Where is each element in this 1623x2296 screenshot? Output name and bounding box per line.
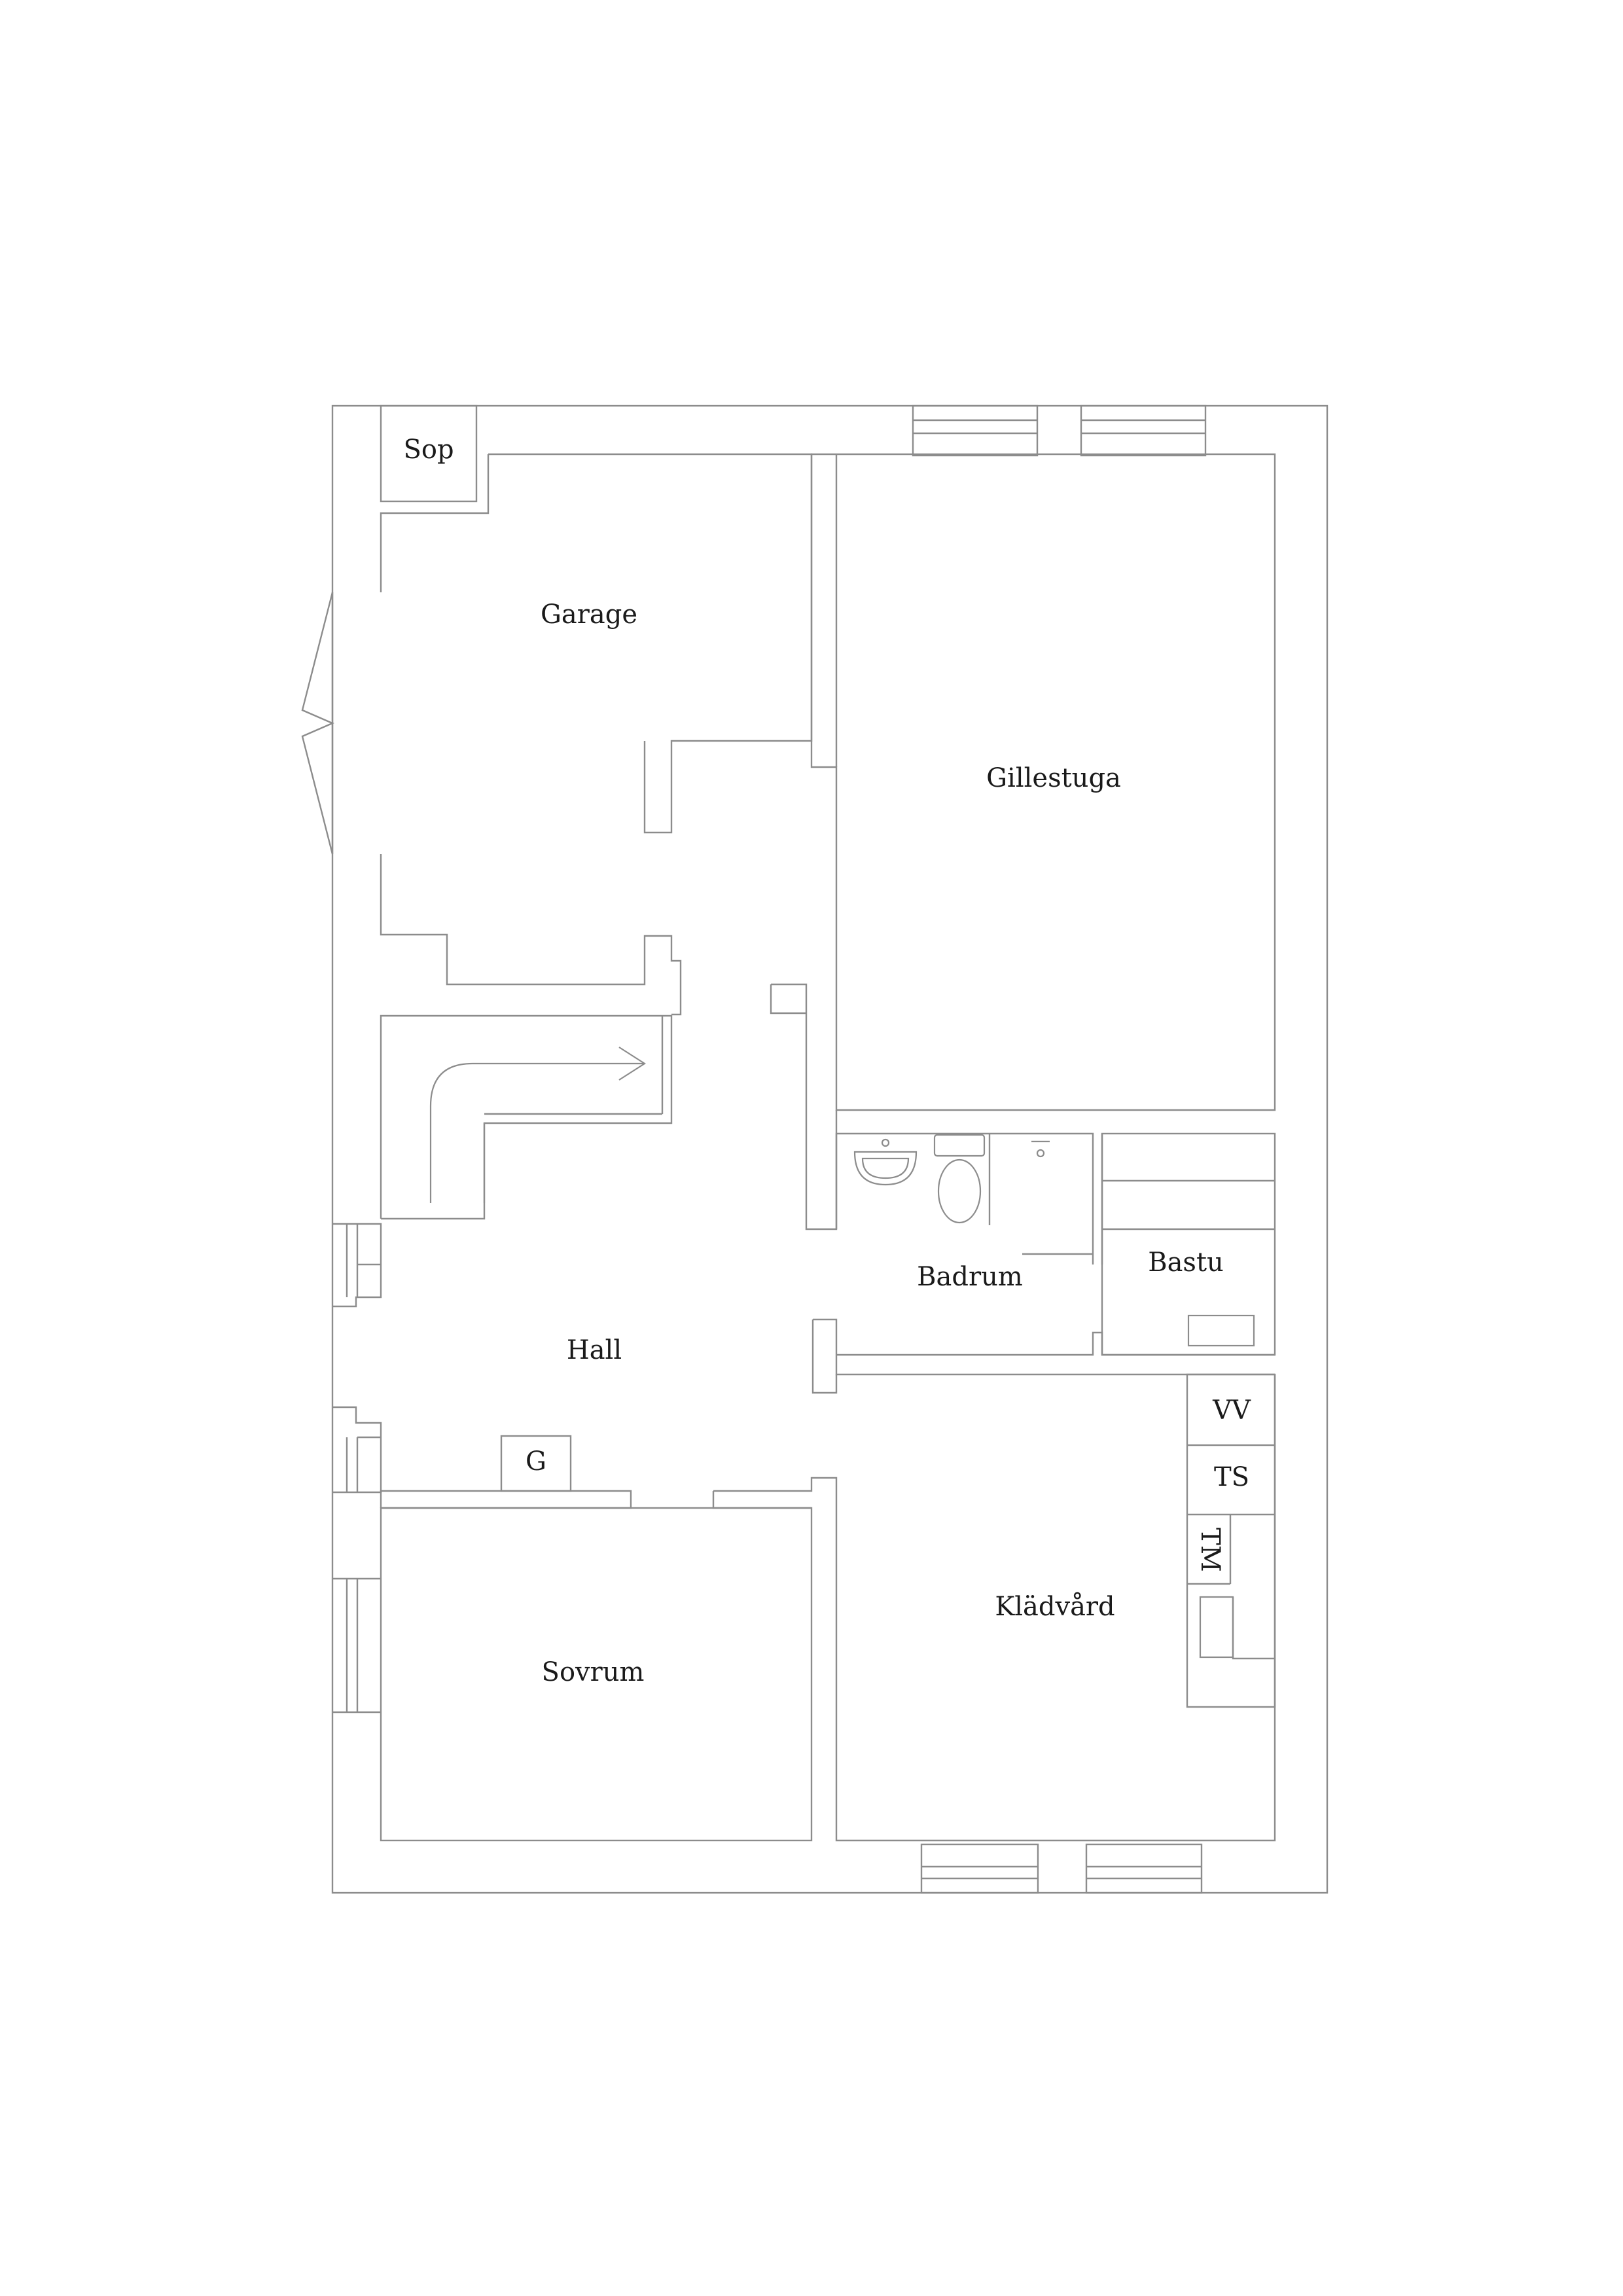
sop-room <box>380 404 478 503</box>
window-bottom-left <box>920 1843 1039 1894</box>
shower-icon <box>1031 1140 1050 1158</box>
hall-walls <box>770 983 1275 1394</box>
label-ts: TS <box>1214 1462 1249 1492</box>
label-badrum: Badrum <box>917 1262 1023 1292</box>
label-bastu: Bastu <box>1148 1247 1224 1278</box>
garage-door <box>301 592 335 855</box>
sink-icon <box>853 1138 918 1186</box>
label-g: G <box>526 1446 546 1477</box>
stairs <box>380 1014 673 1220</box>
left-window-sovrum <box>332 1577 381 1713</box>
label-sovrum: Sovrum <box>542 1657 645 1687</box>
bastu-room <box>1101 1132 1276 1356</box>
toilet-icon <box>933 1134 986 1224</box>
kladvard-room <box>712 1374 1276 1842</box>
window-top-left <box>912 404 1039 457</box>
sovrum-room <box>380 1490 813 1842</box>
window-bottom-right <box>1085 1843 1203 1894</box>
label-vv: VV <box>1212 1395 1251 1426</box>
outer-wall <box>331 404 1329 1894</box>
label-garage: Garage <box>541 600 637 630</box>
label-sop: Sop <box>403 435 454 465</box>
badrum-room <box>835 1132 1103 1265</box>
garage-room <box>380 453 813 1016</box>
window-top-right <box>1080 404 1207 457</box>
label-gillestuga: Gillestuga <box>986 763 1121 793</box>
laundry-column <box>1186 1373 1276 1708</box>
left-window-upper <box>332 1223 382 1308</box>
left-window-lower <box>332 1406 382 1494</box>
label-tm: TM <box>1195 1528 1225 1572</box>
label-hall: Hall <box>567 1335 622 1365</box>
label-kladvard: Klädvård <box>995 1592 1115 1622</box>
